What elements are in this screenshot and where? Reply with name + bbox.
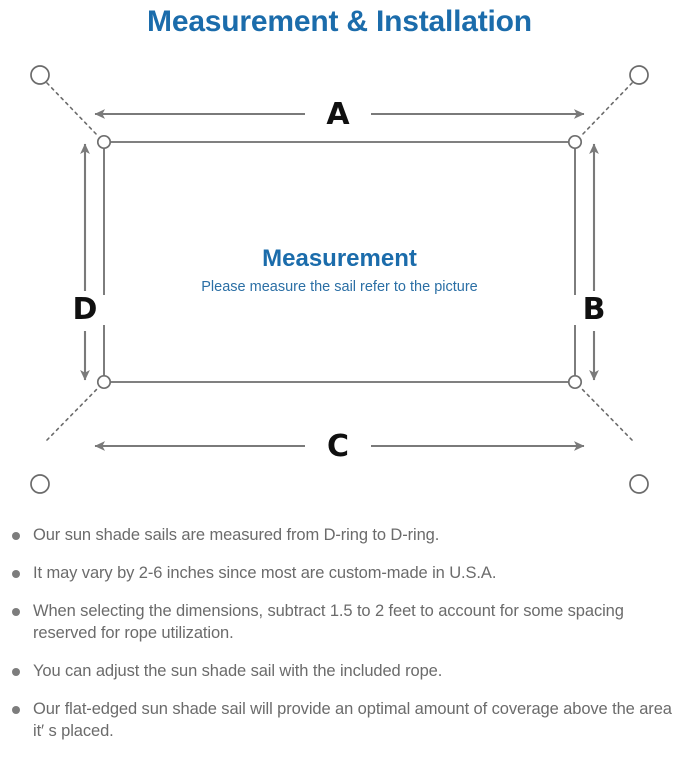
dimension-arrows <box>80 109 599 451</box>
bullet-icon <box>12 532 20 540</box>
notes-list: Our sun shade sails are measured from D-… <box>0 524 679 758</box>
anchor-point-top-left <box>30 65 50 85</box>
anchor-points <box>30 65 649 494</box>
d-ring-bottom-right <box>567 374 583 390</box>
dimension-label-a: A <box>309 100 367 130</box>
d-ring-top-left <box>96 134 112 150</box>
bullet-icon <box>12 570 20 578</box>
rope-line-bottom-right <box>580 387 633 441</box>
dimension-label-d: D <box>57 295 113 325</box>
dimension-label-b: B <box>566 295 622 325</box>
list-item: When selecting the dimensions, subtract … <box>0 600 679 644</box>
d-ring-bottom-left <box>96 374 112 390</box>
diagram-svg <box>30 65 649 494</box>
page-title: Measurement & Installation <box>147 5 532 38</box>
d-rings <box>96 134 583 390</box>
anchor-point-top-right <box>629 65 649 85</box>
list-item: You can adjust the sun shade sail with t… <box>0 660 679 682</box>
list-item-text: You can adjust the sun shade sail with t… <box>33 662 443 680</box>
list-item: Our sun shade sails are measured from D-… <box>0 524 679 546</box>
anchor-point-bottom-right <box>629 474 649 494</box>
list-item-text: When selecting the dimensions, subtract … <box>33 602 624 642</box>
rope-line-top-right <box>580 82 633 137</box>
anchor-point-bottom-left <box>30 474 50 494</box>
list-item: Our flat-edged sun shade sail will provi… <box>0 698 679 742</box>
sail-outline <box>103 141 576 383</box>
dimension-label-c: C <box>309 432 367 462</box>
bullet-icon <box>12 706 20 714</box>
list-item-text: Our flat-edged sun shade sail will provi… <box>33 700 672 740</box>
sail-measurement-diagram: Measurement Please measure the sail refe… <box>0 44 679 514</box>
list-item-text: It may vary by 2-6 inches since most are… <box>33 564 497 582</box>
rope-line-top-left <box>46 82 99 137</box>
bullet-icon <box>12 668 20 676</box>
list-item: It may vary by 2-6 inches since most are… <box>0 562 679 584</box>
rope-line-bottom-left <box>46 387 99 441</box>
bullet-icon <box>12 608 20 616</box>
list-item-text: Our sun shade sails are measured from D-… <box>33 526 440 544</box>
d-ring-top-right <box>567 134 583 150</box>
rope-lines <box>46 82 633 441</box>
